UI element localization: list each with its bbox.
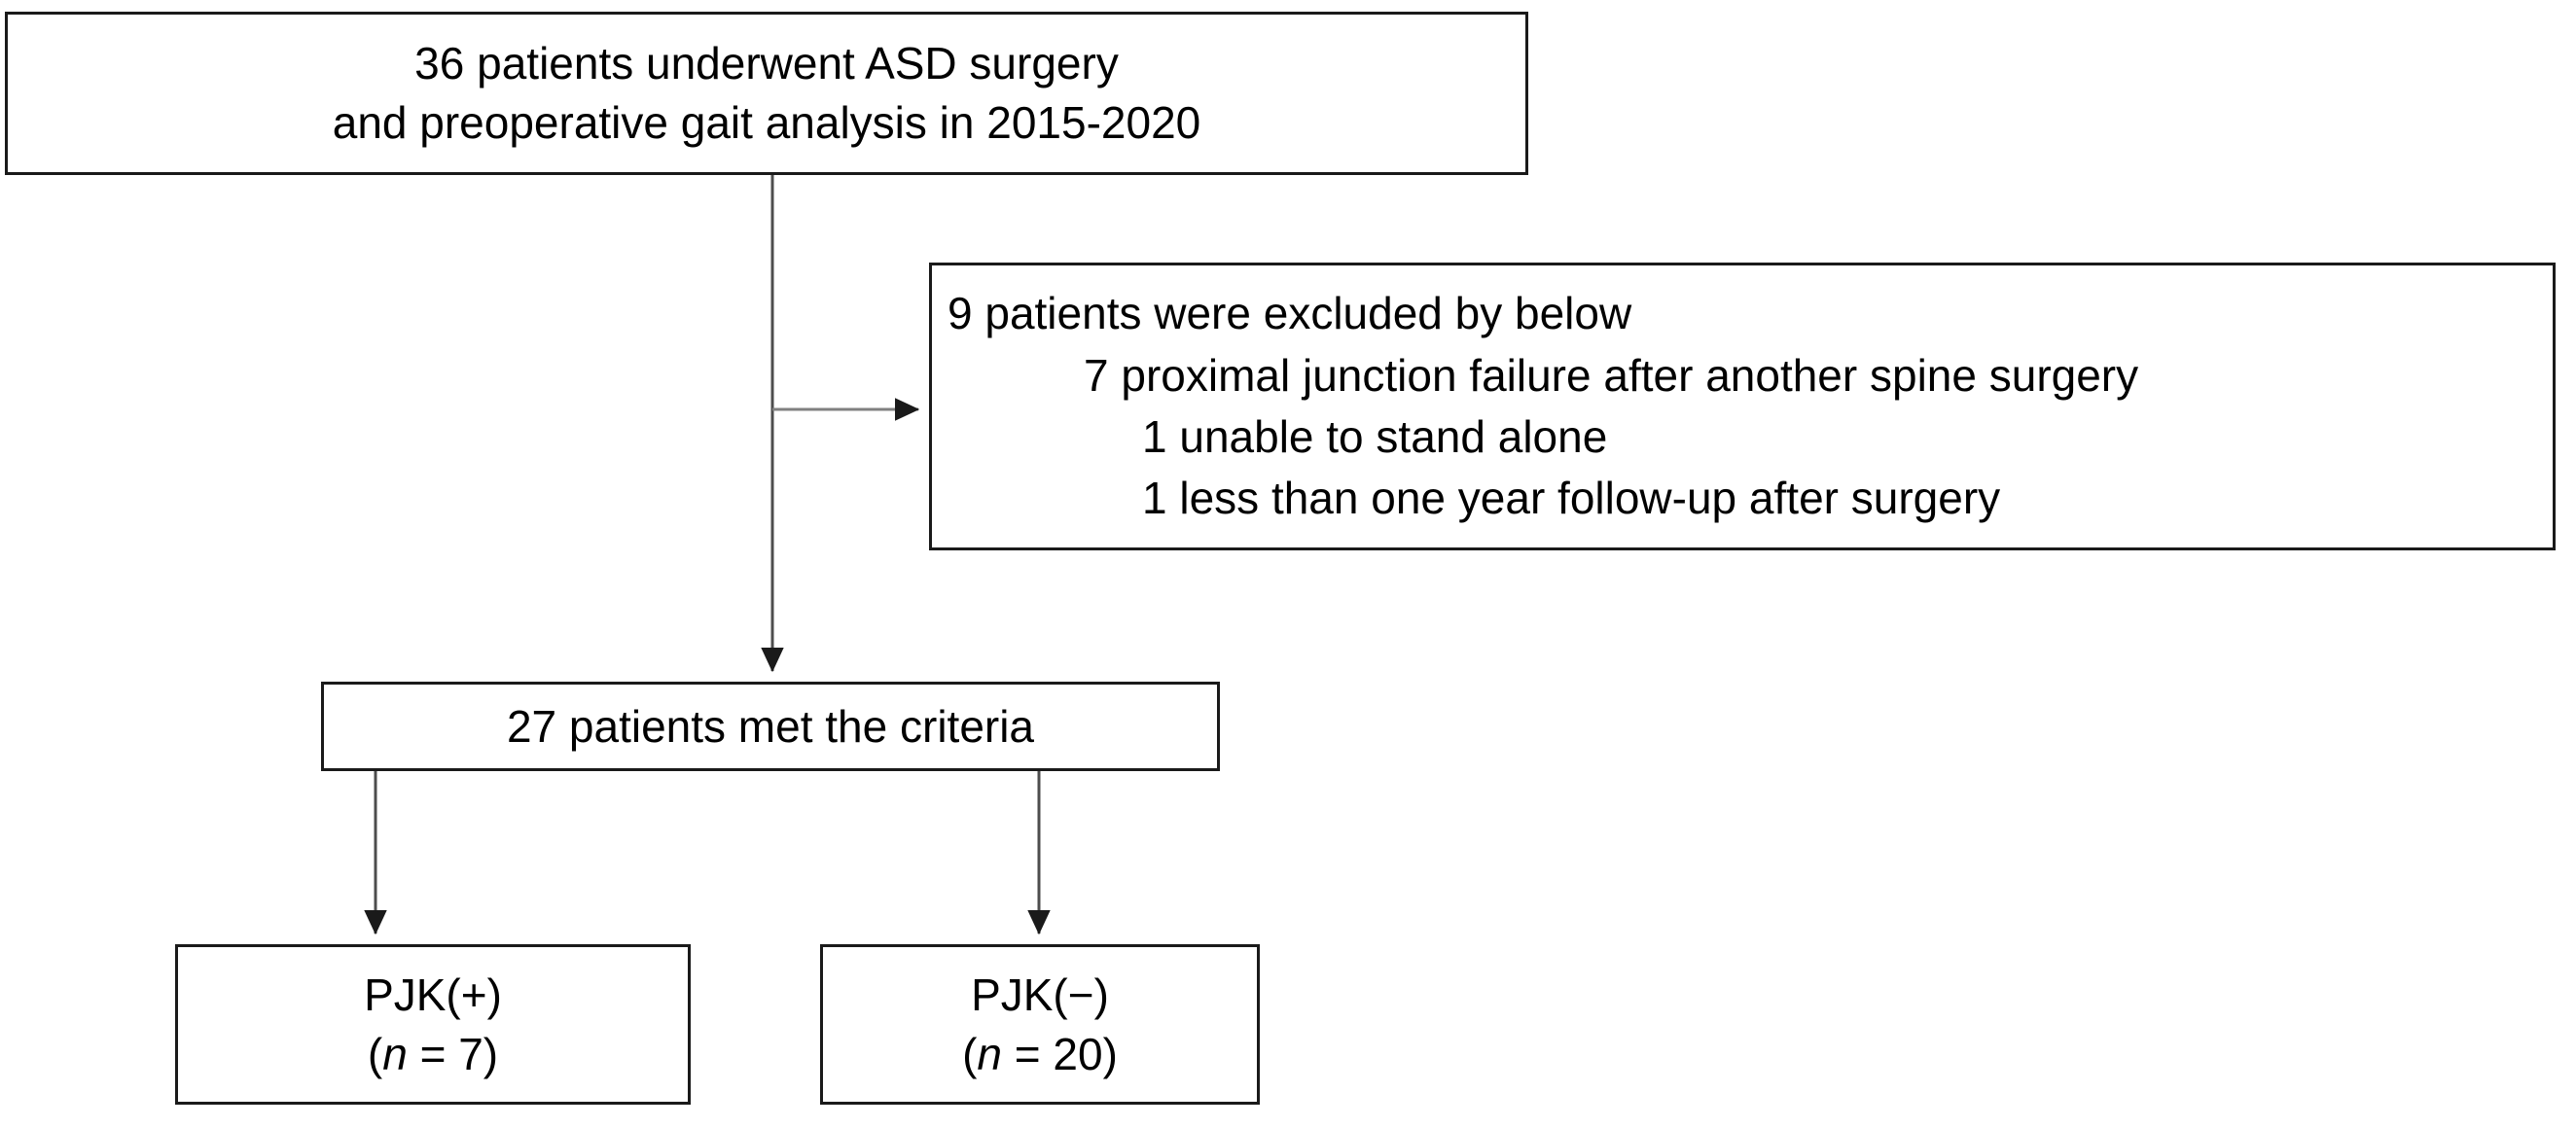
node-pjk-positive: PJK(+) (n = 7) (175, 944, 691, 1105)
node-excluded-line-1: 9 patients were excluded by below (948, 288, 1632, 339)
node-pjk-positive-label: PJK(+) (364, 969, 502, 1020)
node-criteria: 27 patients met the criteria (321, 682, 1220, 771)
n-value: = 7) (407, 1028, 499, 1079)
node-enrolled-line-2: and preoperative gait analysis in 2015-2… (332, 97, 1201, 148)
node-excluded-line-4: 1 less than one year follow-up after sur… (1142, 473, 2001, 524)
node-pjk-negative: PJK(−) (n = 20) (820, 944, 1260, 1105)
n-value: = 20) (1002, 1028, 1118, 1079)
node-pjk-negative-label: PJK(−) (971, 969, 1109, 1020)
node-pjk-positive-count: (n = 7) (368, 1025, 498, 1084)
n-symbol: n (977, 1028, 1002, 1079)
node-excluded-line-2: 7 proximal junction failure after anothe… (1084, 349, 2139, 401)
node-excluded: 9 patients were excluded by below 7 prox… (929, 263, 2556, 550)
node-excluded-line-3: 1 unable to stand alone (1142, 411, 1608, 462)
n-symbol: n (382, 1028, 408, 1079)
paren-open: ( (367, 1028, 383, 1079)
node-criteria-line-1: 27 patients met the criteria (506, 700, 1035, 752)
node-enrolled-line-1: 36 patients underwent ASD surgery (414, 38, 1119, 89)
node-pjk-negative-count: (n = 20) (962, 1025, 1118, 1084)
node-enrolled: 36 patients underwent ASD surgery and pr… (5, 12, 1528, 175)
paren-open: ( (962, 1028, 978, 1079)
